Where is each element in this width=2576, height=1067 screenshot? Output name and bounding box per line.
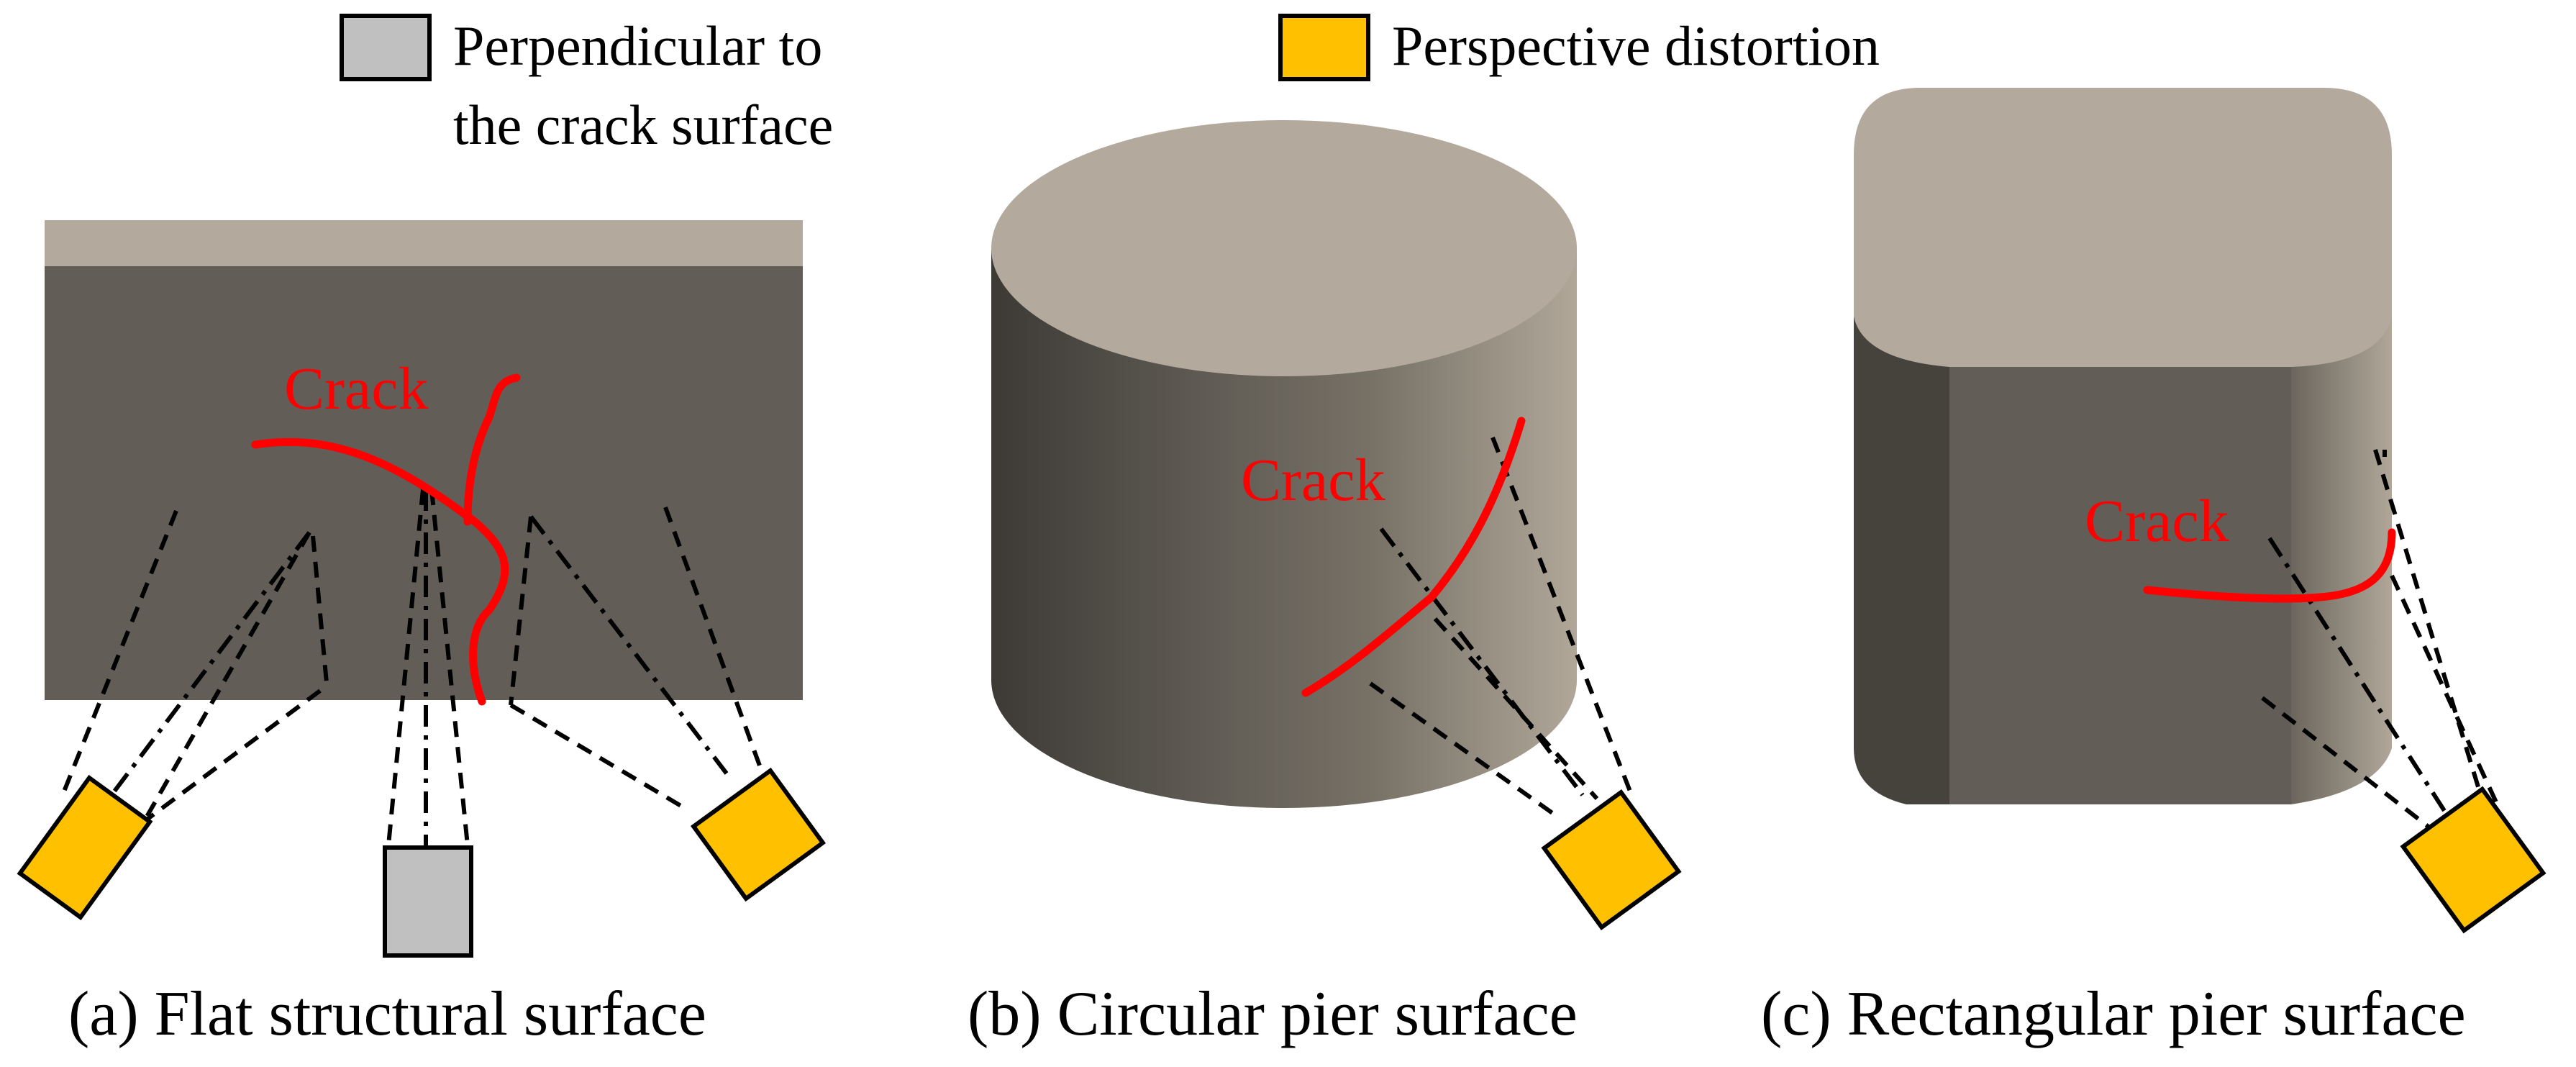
flat-crack-label: Crack [284, 355, 429, 422]
flat-caption: (a) Flat structural surface [68, 979, 706, 1049]
flat-surface-top-edge [45, 220, 803, 266]
rect-pier-top [1854, 88, 2392, 367]
rectangular-caption: (c) Rectangular pier surface [1761, 979, 2466, 1049]
rectangular-sight-lines [2261, 449, 2498, 837]
panel-flat-surface: Crack (a) Flat structural surface [17, 220, 827, 1049]
legend-swatch-perpendicular [340, 14, 432, 81]
rectangular-crack [2143, 528, 2396, 603]
circular-camera-icon [1541, 789, 1682, 930]
rect-pier-left-face [1854, 317, 1949, 804]
panel-rectangular-pier: Crack (c) Rectangular pier surface [1761, 88, 2547, 1049]
circular-crack [1301, 417, 1526, 697]
cylinder-top [991, 120, 1577, 376]
circular-caption: (b) Circular pier surface [968, 979, 1578, 1049]
flat-crack [251, 437, 509, 706]
legend-label-distortion: Perspective distortion [1392, 14, 1880, 77]
legend-label-perpendicular-line2: the crack surface [453, 94, 833, 156]
rect-pier-front-face [1949, 367, 2291, 804]
legend: Perpendicular to the crack surface Persp… [340, 14, 1880, 156]
rect-pier-right-face [2291, 317, 2392, 804]
flat-crack-branch [463, 373, 521, 526]
flat-camera-right-icon [690, 767, 827, 902]
circular-crack-label: Crack [1241, 447, 1385, 514]
legend-swatch-distortion [1278, 14, 1370, 81]
legend-label-perpendicular-line1: Perpendicular to [453, 14, 822, 77]
rectangular-camera-icon [2400, 786, 2547, 934]
rectangular-crack-label: Crack [2085, 488, 2229, 555]
flat-sight-lines [59, 489, 765, 846]
flat-camera-center-icon [383, 845, 473, 958]
cylinder-side [991, 248, 1577, 808]
flat-camera-left-icon [17, 774, 153, 921]
circular-sight-lines [1369, 436, 1635, 819]
panel-circular-pier: Crack (b) Circular pier surface [968, 120, 1682, 1049]
